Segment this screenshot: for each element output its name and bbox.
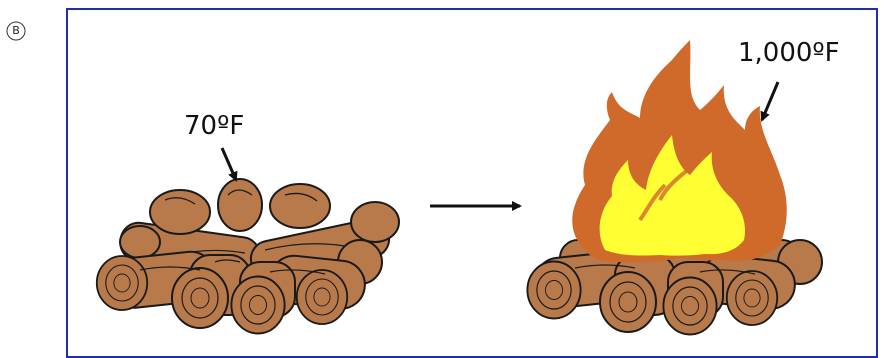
pointer-arrow-icon <box>222 148 236 180</box>
unlit-campfire <box>97 148 399 334</box>
unlit-temperature-label: 70ºF <box>184 111 244 141</box>
unlit-front-logs <box>97 249 367 333</box>
burning-campfire <box>527 40 822 335</box>
burning-temperature-label: 1,000ºF <box>738 38 840 68</box>
pointer-arrow-icon <box>762 82 778 120</box>
